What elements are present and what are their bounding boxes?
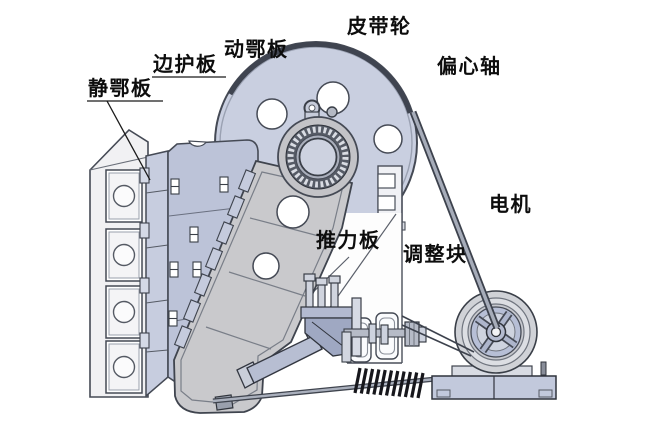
label-motor: 电机 (489, 194, 532, 216)
flywheel-hole (373, 124, 403, 154)
roller-bearing-ring (287, 126, 349, 188)
label-movable-jaw-plate: 动鄂板 (224, 39, 289, 61)
fixed-jaw-column (89, 128, 149, 398)
flywheel-hole (256, 98, 288, 130)
adjustment-stud (303, 273, 341, 309)
v-belt (401, 110, 501, 357)
panel-slot (168, 176, 229, 327)
belt-groove-band (227, 41, 413, 114)
motor-pulley (454, 290, 538, 374)
swing-jaw-arm (173, 159, 354, 414)
movable-jaw-liner-slats (173, 169, 257, 349)
arm-hole (276, 195, 310, 229)
adjustment-block-assembly (300, 273, 362, 357)
coil-spring (353, 367, 425, 399)
label-fixed-jaw-plate: 静鄂板 (88, 78, 153, 100)
fixed-jaw-plate-strip (139, 150, 169, 398)
panel-notch (188, 140, 207, 147)
hex-nut (404, 321, 420, 347)
label-eccentric-shaft: 偏心轴 (437, 56, 502, 78)
label-adjustment-block: 调整块 (403, 244, 468, 266)
label-belt-pulley: 皮带轮 (347, 16, 412, 38)
frame-lug (351, 297, 362, 357)
label-side-guard-plate: 边护板 (153, 54, 218, 76)
label-thrust-plate: 推力板 (316, 230, 381, 252)
label-leader-lines (87, 76, 226, 181)
tension-rod-spring (212, 331, 437, 411)
motor-assembly (431, 290, 557, 400)
grease-fitting (326, 106, 338, 118)
jaw-liner-block (105, 169, 143, 394)
arm-hole (252, 252, 280, 280)
shaft-bore (298, 137, 338, 177)
eccentric-shaft-bearing (277, 99, 359, 198)
